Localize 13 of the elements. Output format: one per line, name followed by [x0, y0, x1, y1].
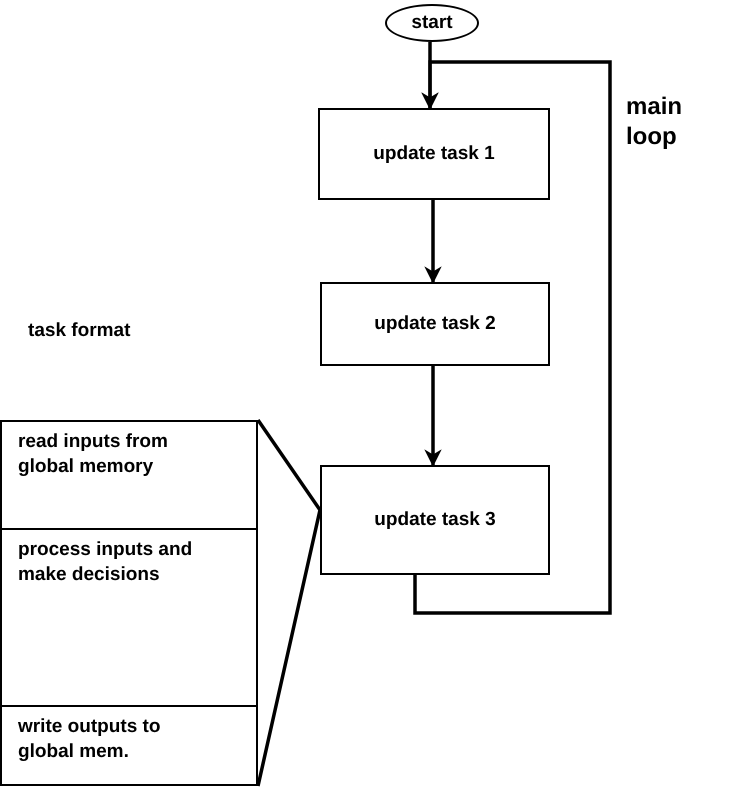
section-cell: process inputs and make decisions — [2, 530, 256, 707]
process-box: update task 1 — [318, 108, 550, 200]
process-box: update task 2 — [320, 282, 550, 366]
section-cell: read inputs from global memory — [2, 422, 256, 530]
arrow — [424, 366, 442, 467]
expansion-lines — [256, 418, 322, 787]
terminal-ellipse: start — [385, 4, 479, 42]
arrow — [424, 200, 442, 284]
loop-label: main loop — [626, 92, 684, 152]
group-heading: task format — [28, 320, 130, 342]
section-cell: write outputs to global mem. — [2, 707, 256, 787]
arrow — [413, 60, 612, 615]
process-box: update task 3 — [320, 465, 550, 575]
